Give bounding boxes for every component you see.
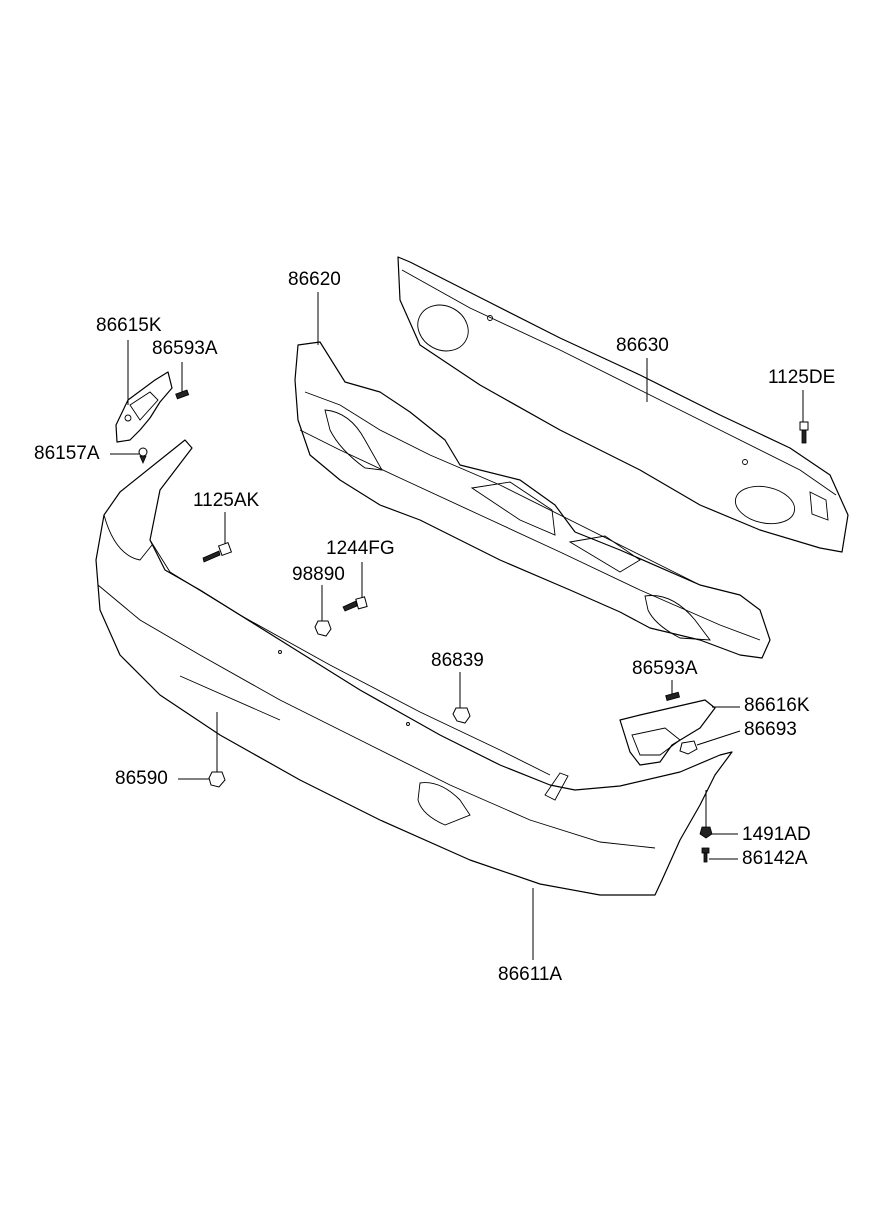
bolt-1125AK xyxy=(202,541,233,563)
label-86839: 86839 xyxy=(431,650,484,671)
label-86593A-left: 86593A xyxy=(152,338,218,359)
label-86157A: 86157A xyxy=(34,443,100,464)
screw-86142A xyxy=(701,847,710,863)
nut-1491AD xyxy=(699,826,713,839)
label-86630: 86630 xyxy=(616,335,669,356)
leader-lines xyxy=(110,292,804,960)
bolt-1244FG xyxy=(342,596,368,612)
label-98890: 98890 xyxy=(292,564,345,585)
clip-86593A-left xyxy=(175,389,190,400)
clip-86157A xyxy=(138,447,148,465)
bumper-beam-86630 xyxy=(397,256,849,553)
energy-absorber-86620 xyxy=(294,341,771,659)
clip-86593A-right xyxy=(665,691,681,701)
bracket-right-86616K xyxy=(619,699,716,766)
label-86616K: 86616K xyxy=(744,695,810,716)
label-86615K: 86615K xyxy=(96,315,162,336)
screw-1125DE xyxy=(799,421,809,444)
label-86620: 86620 xyxy=(288,269,341,290)
label-86142A: 86142A xyxy=(742,848,808,869)
nut-86839 xyxy=(452,707,471,724)
label-86590: 86590 xyxy=(115,768,168,789)
label-1244FG: 1244FG xyxy=(326,538,395,559)
nut-98890 xyxy=(314,620,332,637)
clip-86693 xyxy=(679,740,698,755)
bumper-cover-86611A xyxy=(95,439,733,896)
label-86611A: 86611A xyxy=(498,964,563,985)
label-1125DE: 1125DE xyxy=(768,367,836,388)
label-1125AK: 1125AK xyxy=(193,490,260,511)
label-1491AD: 1491AD xyxy=(742,824,811,845)
label-86693: 86693 xyxy=(744,719,797,740)
bracket-left-86615K xyxy=(115,371,173,443)
nut-86590 xyxy=(208,771,226,788)
label-86593A-right: 86593A xyxy=(632,658,698,679)
